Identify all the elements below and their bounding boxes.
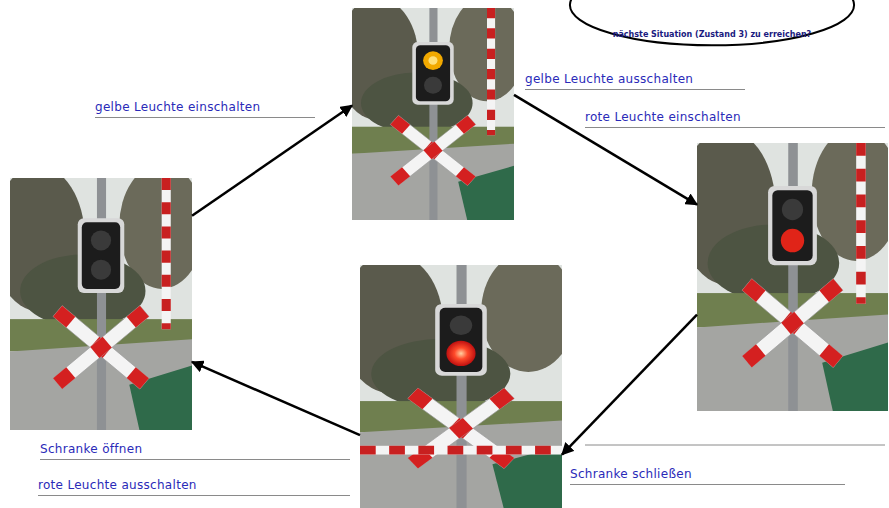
bubble-outline	[570, 0, 854, 45]
bubble-outline	[567, 0, 857, 47]
transition-action: gelbe Leuchte einschalten	[95, 100, 315, 118]
transition-arrow	[192, 106, 352, 216]
state-photo	[10, 178, 192, 430]
speech-bubble: nächste Situation (Zustand 3) zu erreich…	[567, 0, 857, 47]
state-photo	[352, 8, 514, 220]
transition-action: Schranke schließen	[570, 467, 845, 485]
crossing-photo	[0, 164, 204, 430]
transition-arrow	[192, 362, 360, 435]
crossing-photo	[340, 251, 576, 508]
transition-action: rote Leuchte einschalten	[585, 110, 885, 128]
crossing-photo	[678, 128, 889, 411]
bubble-text: nächste Situation (Zustand 3) zu erreich…	[613, 30, 811, 39]
state-photo	[697, 143, 888, 411]
transition-action: gelbe Leuchte ausschalten	[525, 72, 745, 90]
crossing-photo	[336, 0, 525, 220]
transition-arrow	[562, 315, 697, 455]
rule-line	[585, 445, 885, 446]
state-photo	[360, 265, 562, 508]
transition-action: Schranke öffnen	[40, 442, 350, 460]
transition-action: rote Leuchte ausschalten	[38, 478, 350, 496]
